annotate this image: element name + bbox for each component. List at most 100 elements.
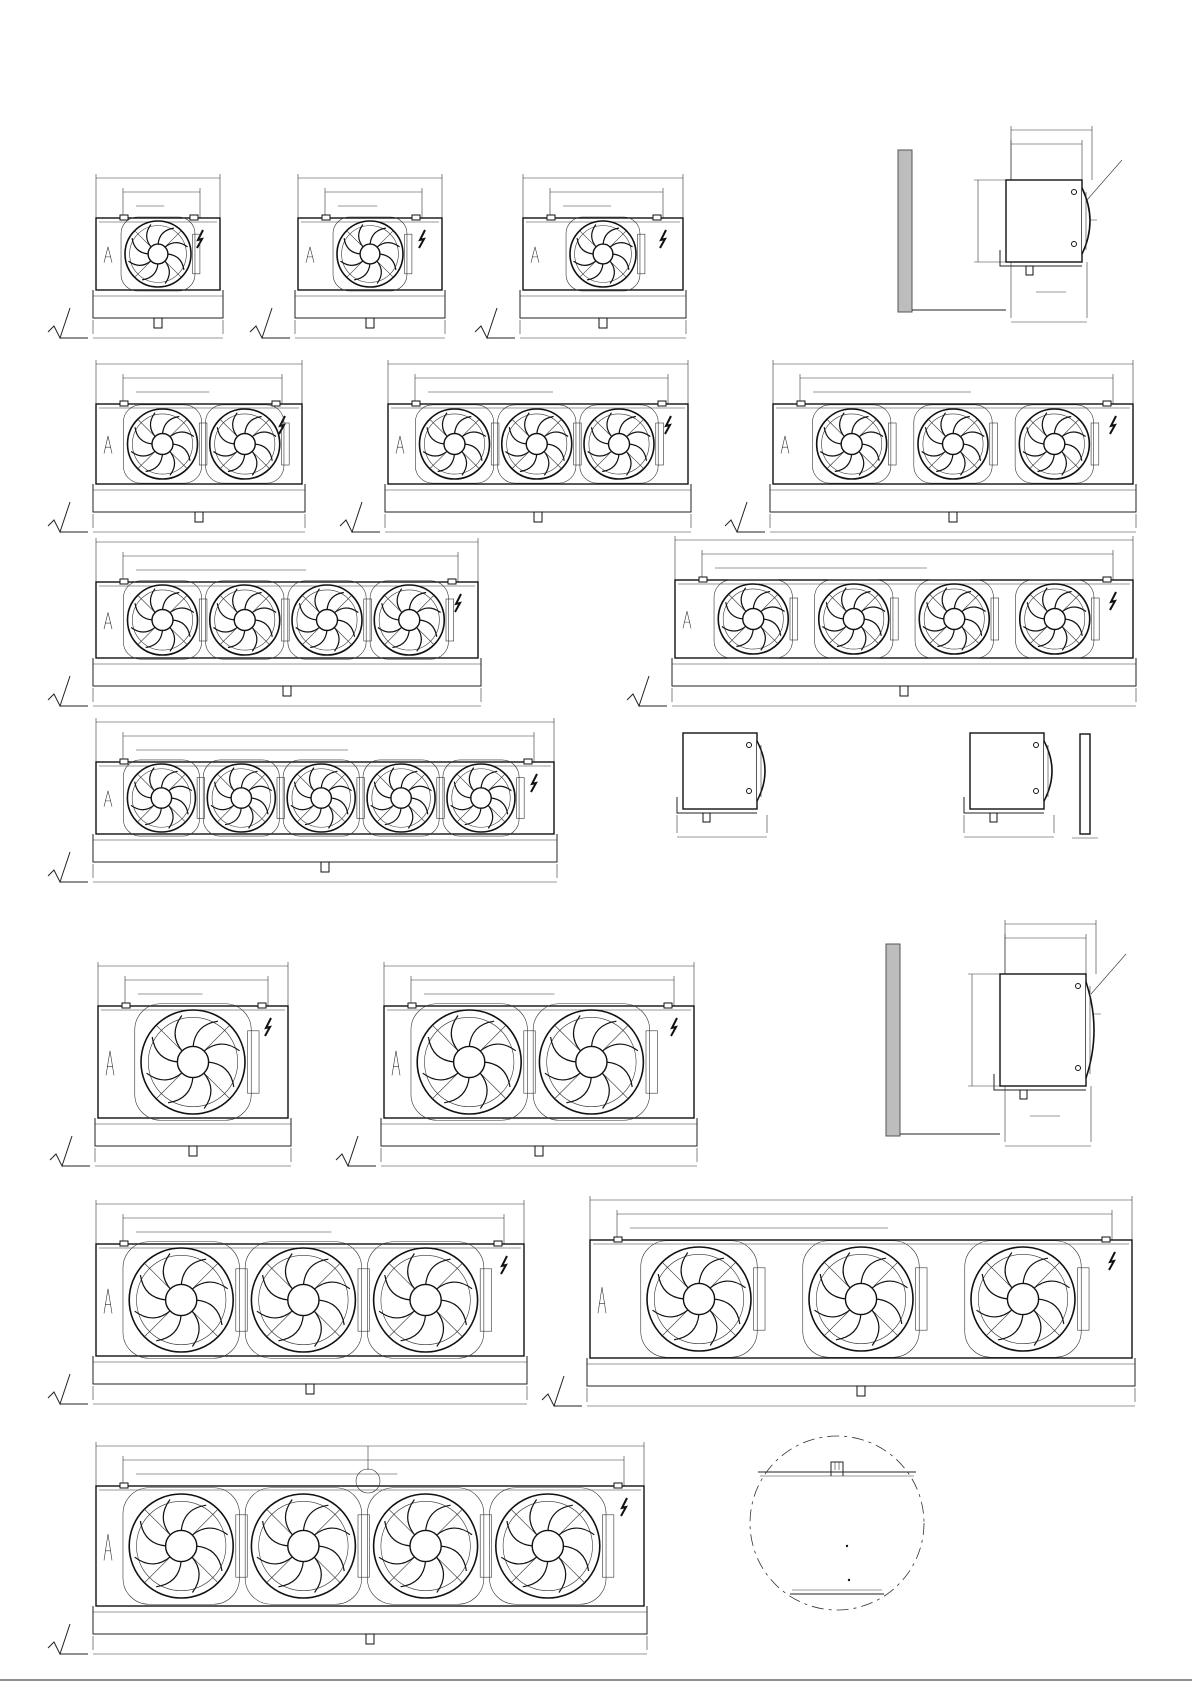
side-view-wall-large	[886, 920, 1126, 1146]
hanger-bracket	[322, 215, 330, 220]
hanger-bracket	[614, 1483, 622, 1488]
side-view-small-b	[964, 733, 1054, 837]
drain-tray	[587, 1358, 1135, 1386]
drain-outlet	[535, 1146, 543, 1156]
drain-tray	[295, 290, 445, 318]
end-view-profile	[1072, 734, 1098, 838]
drain-outlet	[900, 686, 908, 696]
drain-tray	[520, 290, 686, 318]
surface-finish-symbol	[48, 1624, 88, 1654]
surface-finish-symbol	[48, 676, 88, 706]
drain-outlet	[857, 1386, 865, 1396]
unit-4fan-large	[48, 1442, 647, 1654]
drain-tray	[672, 658, 1136, 686]
hanger-bracket	[1103, 401, 1111, 406]
unit-1fan-small-b	[250, 174, 445, 338]
surface-finish-symbol	[48, 502, 88, 532]
detail-circle-hanger	[750, 1436, 924, 1610]
unit-1fan-small-c	[475, 174, 686, 338]
drain-outlet	[599, 318, 607, 328]
surface-finish-symbol	[48, 1374, 88, 1404]
unit-3fan-large-spaced	[542, 1196, 1135, 1406]
drain-tray	[381, 1118, 697, 1146]
unit-4fan-small-packed	[48, 538, 481, 706]
hanger-bracket	[614, 1237, 622, 1242]
drain-outlet	[154, 318, 162, 328]
side-casing	[970, 733, 1044, 809]
drain-outlet	[283, 686, 291, 696]
drain-outlet	[366, 318, 374, 328]
surface-finish-symbol	[542, 1376, 582, 1406]
side-casing	[1006, 180, 1082, 262]
unit-3fan-small-packed	[340, 360, 691, 532]
surface-finish-symbol	[340, 502, 380, 532]
surface-finish-symbol	[250, 308, 290, 338]
surface-finish-symbol	[627, 676, 667, 706]
drain-tray	[770, 484, 1136, 512]
drain-outlet	[321, 862, 329, 872]
hanger-bracket	[272, 401, 280, 406]
hanger-bracket	[122, 1003, 130, 1008]
side-view-wall-small	[898, 126, 1122, 322]
mounting-wall	[886, 944, 900, 1136]
side-casing	[1000, 974, 1086, 1086]
surface-finish-symbol	[48, 308, 88, 338]
hanger-bracket	[412, 215, 420, 220]
mounting-wall	[898, 150, 912, 312]
unit-3fan-small-spaced	[725, 360, 1136, 532]
hanger-bracket	[258, 1003, 266, 1008]
hanger-bracket	[494, 1241, 502, 1246]
hanger-bracket	[120, 579, 128, 584]
drain-tray	[93, 484, 305, 512]
hanger-bracket	[120, 759, 128, 764]
drain-tray	[95, 1118, 291, 1146]
drain-tray	[93, 1356, 527, 1384]
hanger-bracket	[658, 401, 666, 406]
drain-outlet	[990, 813, 997, 822]
hanger-bracket	[699, 577, 707, 582]
drain-outlet	[366, 1634, 374, 1644]
unit-4fan-small-spaced	[627, 536, 1136, 706]
drain-outlet	[949, 512, 957, 522]
hanger-bracket	[1102, 1237, 1110, 1242]
surface-finish-symbol	[48, 852, 88, 882]
drain-tray	[93, 1606, 647, 1634]
surface-finish-symbol	[50, 1136, 90, 1166]
drain-tray	[93, 834, 557, 862]
unit-3fan-large-packed	[48, 1200, 527, 1404]
drain-tray	[385, 484, 691, 512]
hanger-bracket	[120, 1483, 128, 1488]
hanger-bracket	[120, 1241, 128, 1246]
hanger-bracket	[408, 1003, 416, 1008]
drain-outlet	[703, 813, 710, 822]
unit-2fan-large	[336, 962, 697, 1166]
hanger-bracket	[448, 579, 456, 584]
drain-outlet	[195, 512, 203, 522]
surface-finish-symbol	[336, 1136, 376, 1166]
hanger-bracket	[664, 1003, 672, 1008]
hanger-bracket-detail	[831, 1462, 843, 1476]
hanger-bracket	[1103, 577, 1111, 582]
hanger-bracket	[120, 215, 128, 220]
drain-outlet	[306, 1384, 314, 1394]
hanger-bracket	[797, 401, 805, 406]
drain-tray	[93, 658, 481, 686]
hanger-bracket	[190, 215, 198, 220]
drain-outlet	[534, 512, 542, 522]
hanger-bracket	[524, 759, 532, 764]
hanger-bracket	[653, 215, 661, 220]
drain-tray	[93, 290, 223, 318]
unit-1fan-small-a	[48, 174, 223, 338]
unit-2fan-small	[48, 360, 305, 532]
hanger-bracket	[120, 401, 128, 406]
drain-outlet	[189, 1146, 197, 1156]
side-view-small-a	[677, 733, 767, 837]
side-casing	[683, 733, 757, 809]
drain-outlet	[1026, 266, 1033, 275]
drain-outlet	[1020, 1090, 1027, 1099]
unit-1fan-large	[50, 962, 291, 1166]
surface-finish-symbol	[725, 502, 765, 532]
unit-5fan-small	[48, 718, 557, 882]
hanger-bracket	[547, 215, 555, 220]
